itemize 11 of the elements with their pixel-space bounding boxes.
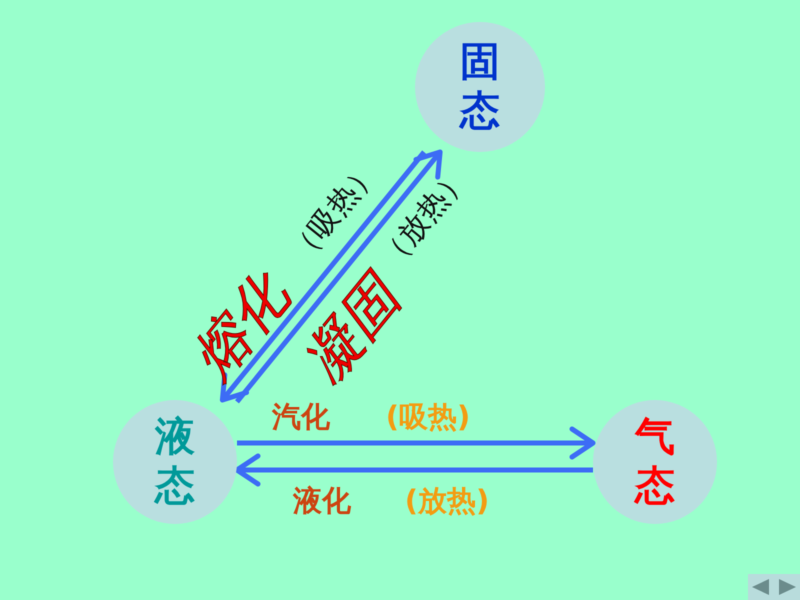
arrow <box>237 426 596 460</box>
edge-label: 熔化 <box>184 266 298 388</box>
edge-label: 汽化 <box>272 402 330 432</box>
state-circle: 气态 <box>593 400 717 524</box>
edge-label: 凝固 <box>295 268 409 392</box>
heat-note: (放热) <box>404 486 490 516</box>
arrow <box>234 454 593 486</box>
state-circle: 液态 <box>113 400 237 524</box>
state-circle: 固态 <box>415 22 545 152</box>
edge-label: 液化 <box>293 486 351 516</box>
heat-note: (吸热) <box>386 402 470 432</box>
